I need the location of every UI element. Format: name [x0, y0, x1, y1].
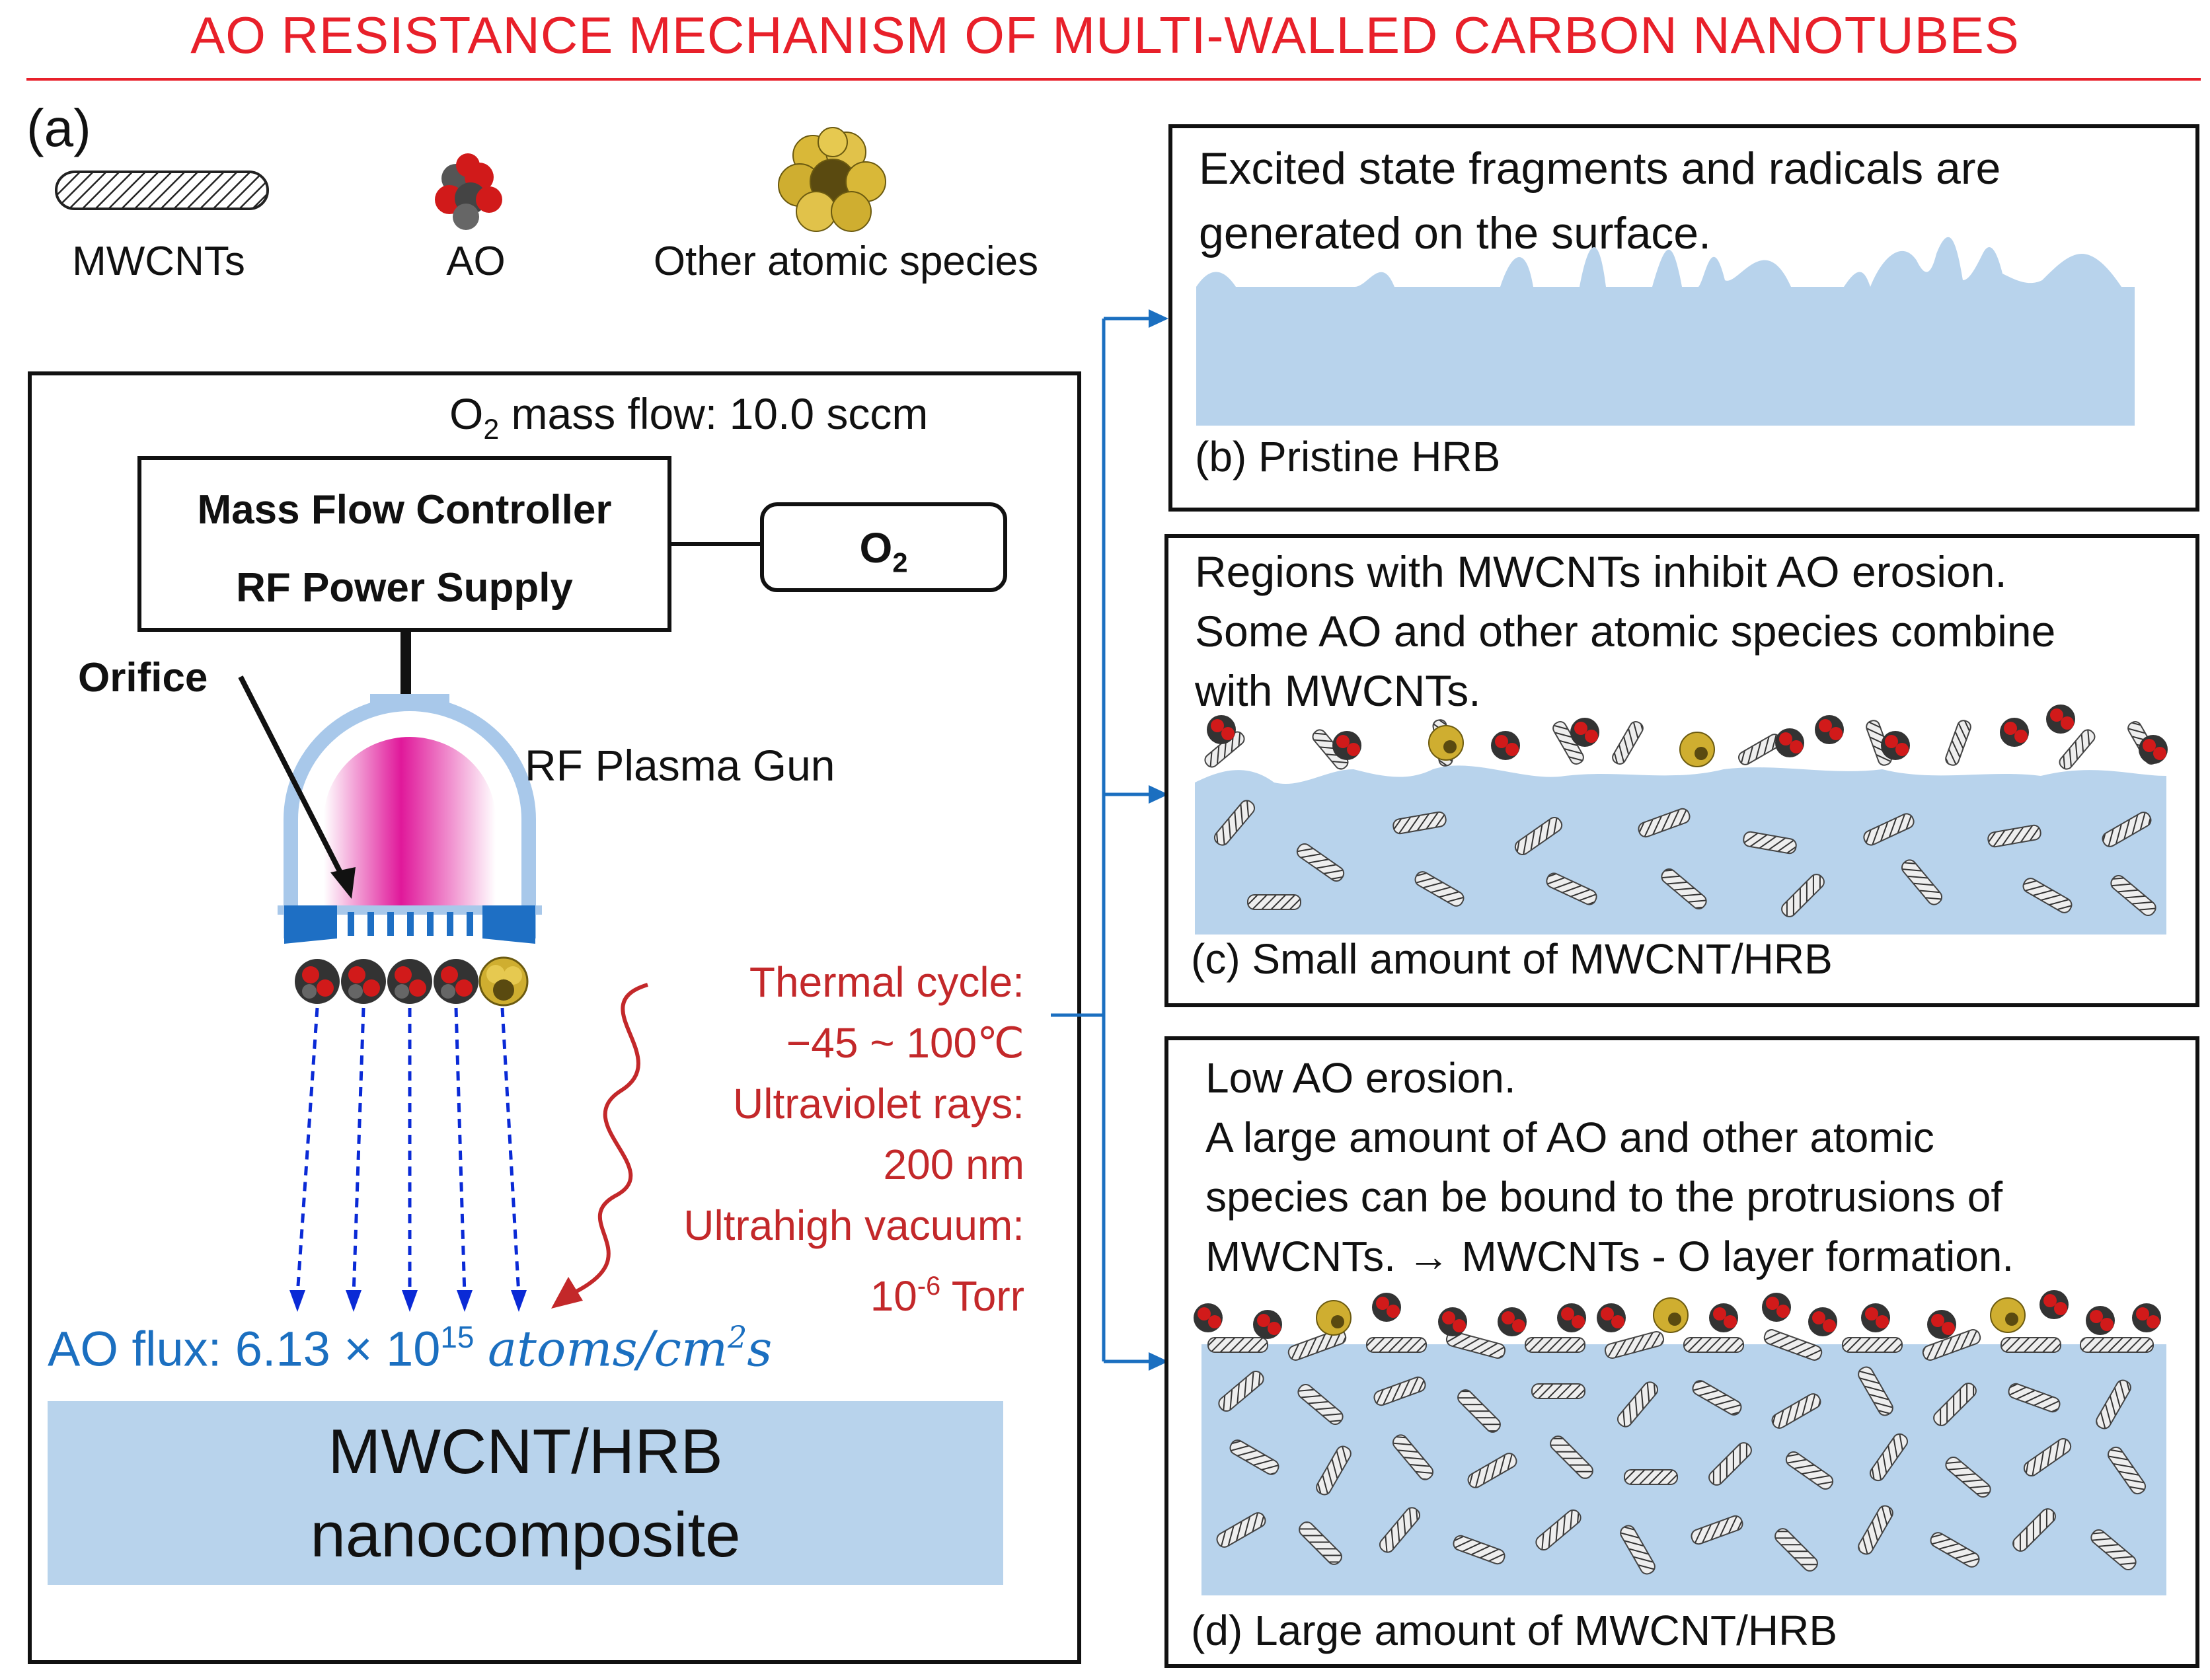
controller-line1: Mass Flow Controller	[197, 487, 612, 533]
sample-line1: MWCNT/HRB	[328, 1416, 723, 1487]
controller-box: Mass Flow Controller RF Power Supply	[137, 456, 671, 632]
rf-plasma-gun	[278, 694, 542, 938]
panel-d-text-line4: MWCNTs. → MWCNTs - O layer formation.	[1205, 1233, 2014, 1280]
panel-c-box: Regions with MWCNTs inhibit AO erosion. …	[1164, 534, 2199, 1007]
small-mwcnt-surface	[1195, 705, 2168, 935]
panel-d-text: Low AO erosion. A large amount of AO and…	[1205, 1048, 2014, 1286]
condition-vacuum: Ultrahigh vacuum:	[683, 1202, 1024, 1249]
o2-flow-label: O2 mass flow: 10.0 sccm	[449, 389, 929, 445]
sample-block: MWCNT/HRB nanocomposite	[48, 1401, 1003, 1585]
environment-conditions: Thermal cycle: −45 ~ 100℃ Ultraviolet ra…	[595, 952, 1024, 1326]
legend-ao-label: AO	[446, 239, 506, 284]
orifice-pointer-arrow	[238, 675, 356, 899]
large-mwcnt-surface	[1194, 1290, 2166, 1595]
panel-c-text-line3: with MWCNTs.	[1195, 666, 1481, 715]
o2-connector-line	[671, 542, 760, 546]
other-species-legend-icon	[778, 127, 886, 232]
mwcnt-legend-icon	[55, 171, 269, 210]
panel-b-text: Excited state fragments and radicals are…	[1199, 136, 2000, 266]
panel-c-text-line2: Some AO and other atomic species combine	[1195, 607, 2056, 656]
panel-b-text-line1: Excited state fragments and radicals are	[1199, 143, 2001, 194]
sample-line2: nanocomposite	[310, 1500, 741, 1570]
o2-box: O2	[760, 502, 1007, 592]
panel-b-box: Excited state fragments and radicals are…	[1168, 124, 2199, 512]
orifice-label: Orifice	[78, 655, 208, 701]
panel-c-caption: (c) Small amount of MWCNT/HRB	[1191, 935, 1833, 983]
controller-line2: RF Power Supply	[236, 565, 573, 611]
ao-legend-icon	[435, 153, 502, 230]
panel-d-text-line3: species can be bound to the protrusions …	[1205, 1173, 2003, 1221]
panel-d-text-line1: Low AO erosion.	[1205, 1054, 1516, 1102]
gun-feed-line	[400, 632, 411, 698]
environment-wavy-arrow	[551, 983, 648, 1309]
condition-uv-wavelength: 200 nm	[883, 1141, 1024, 1188]
branch-connector	[1051, 309, 1168, 1371]
panel-a-label: (a)	[26, 98, 91, 157]
figure-title: AO RESISTANCE MECHANISM OF MULTI-WALLED …	[190, 6, 2020, 64]
panel-b-caption: (b) Pristine HRB	[1195, 433, 1501, 480]
panel-b-text-line2: generated on the surface.	[1199, 208, 1711, 258]
ao-flux-label: AO flux: 6.13 × 1015 atoms/cm2s	[48, 1319, 773, 1378]
ao-beam-arrows	[289, 1007, 527, 1312]
legend-mwcnts-label: MWCNTs	[72, 239, 245, 284]
rf-plasma-gun-label: RF Plasma Gun	[525, 741, 835, 790]
orifice-plate	[284, 905, 535, 944]
title-divider	[26, 78, 2201, 81]
condition-thermal: Thermal cycle:	[749, 958, 1024, 1006]
panel-d-caption: (d) Large amount of MWCNT/HRB	[1191, 1607, 1838, 1654]
ao-particle	[295, 959, 340, 1004]
legend-other-label: Other atomic species	[653, 239, 1039, 284]
condition-uv: Ultraviolet rays:	[733, 1080, 1024, 1127]
panel-c-text-line1: Regions with MWCNTs inhibit AO erosion.	[1195, 547, 2007, 596]
panel-c-text: Regions with MWCNTs inhibit AO erosion. …	[1195, 542, 2055, 720]
condition-thermal-range: −45 ~ 100℃	[786, 1019, 1024, 1067]
emitted-particles	[295, 956, 529, 1007]
pristine-hrb-surface	[1196, 237, 2135, 426]
o2-box-label: O2	[859, 524, 908, 578]
condition-pressure: 10-6 Torr	[870, 1272, 1024, 1320]
panel-d-box: Low AO erosion. A large amount of AO and…	[1164, 1036, 2199, 1668]
panel-d-text-line2: A large amount of AO and other atomic	[1205, 1114, 1934, 1161]
